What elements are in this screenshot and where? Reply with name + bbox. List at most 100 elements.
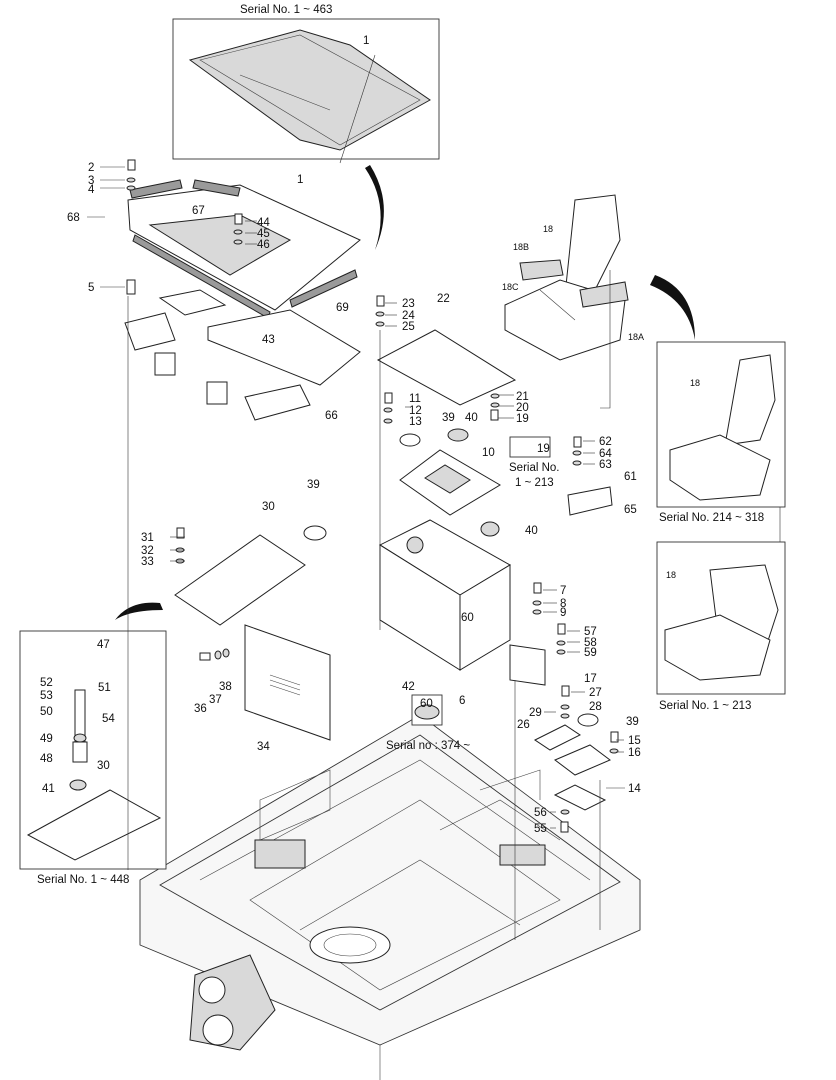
callout-4: 4	[88, 184, 95, 196]
callout-8: 8	[560, 598, 566, 610]
callout-19-b: 19	[537, 443, 550, 455]
callout-18C: 18C	[502, 282, 519, 292]
callout-56: 56	[534, 807, 547, 819]
serial-nut-19-range: 1 ~ 213	[515, 477, 554, 489]
seat-variant-214-318	[669, 354, 776, 501]
callout-14: 14	[628, 783, 641, 795]
pointer-arc-left	[115, 602, 163, 620]
callout-30-b: 30	[97, 760, 110, 772]
callout-20: 20	[516, 402, 529, 414]
callout-22: 22	[437, 293, 450, 305]
callout-51: 51	[98, 682, 111, 694]
callout-34: 34	[257, 741, 270, 753]
callout-45: 45	[257, 228, 270, 240]
callout-3: 3	[88, 175, 94, 187]
callout-39-b: 39	[307, 479, 320, 491]
serial-seat-214: Serial No. 214 ~ 318	[659, 512, 764, 524]
box-65	[567, 486, 613, 516]
serial-left-inset: Serial No. 1 ~ 448	[37, 874, 129, 886]
cover-plate-30	[174, 534, 306, 626]
control-box-14	[553, 744, 611, 811]
callout-54: 54	[102, 713, 115, 725]
callout-33: 33	[141, 556, 154, 568]
callout-41: 41	[42, 783, 55, 795]
floor-plate-inset	[188, 29, 431, 151]
callout-46: 46	[257, 239, 270, 251]
callout-12: 12	[409, 405, 422, 417]
callout-32: 32	[141, 545, 154, 557]
callout-61: 61	[624, 471, 637, 483]
callout-1-top: 1	[363, 35, 369, 47]
callout-15: 15	[628, 735, 641, 747]
operator-seat	[504, 194, 629, 361]
serial-seat-1: Serial No. 1 ~ 213	[659, 700, 751, 712]
callout-11: 11	[409, 393, 421, 405]
seat-variant-1-213	[664, 564, 779, 681]
floor-plate	[127, 179, 361, 319]
callout-29: 29	[529, 707, 542, 719]
callout-9: 9	[560, 607, 566, 619]
callout-21: 21	[516, 391, 529, 403]
serial-pad-60: Serial no : 374 ~	[386, 740, 470, 752]
callout-17: 17	[584, 673, 597, 685]
callout-13: 13	[409, 416, 422, 428]
side-panel-34	[244, 624, 331, 741]
seat-stand	[378, 519, 511, 671]
callout-24: 24	[402, 310, 415, 322]
pad-60	[411, 694, 443, 726]
callout-28: 28	[589, 701, 602, 713]
callout-2: 2	[88, 162, 94, 174]
callout-5: 5	[88, 282, 94, 294]
callout-48: 48	[40, 753, 53, 765]
callout-60: 60	[461, 612, 474, 624]
serial-top-inset: Serial No. 1 ~ 463	[240, 4, 332, 16]
callout-66: 66	[325, 410, 338, 422]
callout-57: 57	[584, 626, 597, 638]
callout-52: 52	[40, 677, 53, 689]
callout-37: 37	[209, 694, 222, 706]
callout-50: 50	[40, 706, 53, 718]
callout-18: 18	[543, 224, 553, 234]
callout-43: 43	[262, 334, 275, 346]
callout-63: 63	[599, 459, 612, 471]
serial-nut-19: Serial No.	[509, 462, 560, 474]
callout-68: 68	[67, 212, 80, 224]
callout-59: 59	[584, 647, 597, 659]
callout-19: 19	[516, 413, 529, 425]
floor-mat-blocks	[124, 289, 361, 421]
callout-49: 49	[40, 733, 53, 745]
callout-55: 55	[534, 823, 547, 835]
callout-16: 16	[628, 747, 641, 759]
seat-plate	[376, 329, 517, 406]
bracket-17	[509, 644, 546, 686]
callout-39-c: 39	[626, 716, 639, 728]
callout-40-a: 40	[465, 412, 478, 424]
callout-26: 26	[517, 719, 530, 731]
inset-nut-19-frame	[509, 436, 551, 458]
callout-18-r1: 18	[690, 378, 700, 388]
callout-42: 42	[402, 681, 415, 693]
callout-60-b: 60	[420, 698, 433, 710]
callout-6: 6	[459, 695, 465, 707]
pointer-arc-top	[365, 165, 384, 250]
plate-26	[534, 724, 581, 751]
upper-frame-structure	[139, 714, 641, 1080]
callout-25: 25	[402, 321, 415, 333]
callout-27: 27	[589, 687, 602, 699]
callout-31: 31	[141, 532, 154, 544]
lock-assembly-47	[26, 689, 162, 861]
callout-44: 44	[257, 217, 270, 229]
callout-30: 30	[262, 501, 275, 513]
callout-65: 65	[624, 504, 637, 516]
callout-18B: 18B	[513, 242, 529, 252]
callout-18-r2: 18	[666, 570, 676, 580]
callout-53: 53	[40, 690, 53, 702]
callout-1: 1	[297, 174, 303, 186]
callout-36: 36	[194, 703, 207, 715]
callout-67: 67	[192, 205, 205, 217]
callout-18A: 18A	[628, 332, 644, 342]
fasteners	[126, 159, 619, 833]
callout-38: 38	[219, 681, 232, 693]
callout-62: 62	[599, 436, 612, 448]
